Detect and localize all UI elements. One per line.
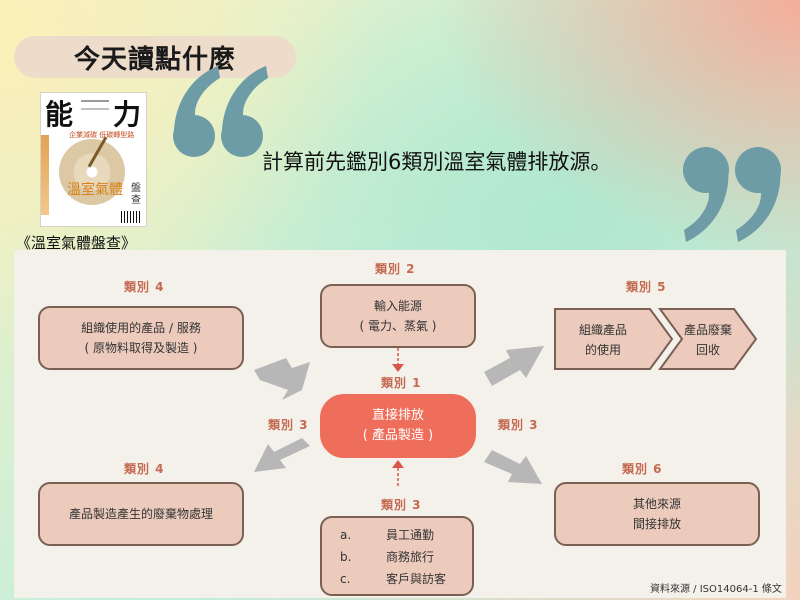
list-item: a. 員工通勤	[340, 526, 434, 543]
cover-char-2: 力	[113, 98, 142, 131]
category-1-box: 直接排放 ( 產品製造 )	[320, 394, 476, 458]
list-item-text: 商務旅行	[386, 550, 435, 564]
category-4-lower-label: 類別 4	[124, 462, 165, 476]
quote-text: 計算前先鑑別6類別溫室氣體排放源。	[262, 150, 612, 174]
close-quote-icon	[683, 147, 781, 242]
category-5-chevrons	[554, 308, 758, 370]
list-item: c. 客戶與訪客	[340, 570, 446, 587]
category-5-label: 類別 5	[626, 280, 667, 294]
red-arrowhead-down	[392, 364, 404, 372]
cover-title: 溫室氣體	[67, 182, 123, 198]
list-item-marker: b.	[340, 550, 352, 564]
category-6-label: 類別 6	[622, 462, 663, 476]
category-4-upper-line-1: 組織使用的產品 / 服務	[81, 321, 201, 335]
category-3-bottom-label: 類別 3	[381, 498, 422, 512]
category-5-step-2-text: 產品廢棄 回收	[668, 320, 748, 360]
book-cover: 能 力 企業減碳 低碳轉型路 溫室氣體 盤查	[40, 92, 147, 227]
arrow-from-category-4-upper	[254, 358, 310, 400]
diagram-arrows	[254, 346, 544, 486]
list-item-text: 員工通勤	[386, 528, 435, 542]
category-5-step-1-text: 組織產品 的使用	[560, 320, 646, 360]
category-1-label: 類別 1	[381, 376, 422, 390]
open-quote-icon	[173, 66, 268, 157]
red-arrowhead-up	[392, 460, 404, 468]
record-disc-illustration	[59, 139, 125, 205]
barcode	[121, 211, 141, 223]
arrow-to-category-6	[484, 450, 542, 484]
list-item-marker: a.	[340, 528, 352, 542]
category-2-line-1: 輸入能源	[373, 299, 422, 313]
category-6-box: 其他來源 間接排放	[554, 482, 760, 546]
category-2-line-2: ( 電力、蒸氣 )	[359, 319, 437, 333]
category-5-step-1-shape	[554, 308, 674, 370]
list-item: b. 商務旅行	[340, 548, 434, 565]
list-item-marker: c.	[340, 572, 351, 586]
cover-subtitle: 企業減碳 低碳轉型路	[69, 131, 135, 139]
category-4-lower-box: 產品製造產生的廢棄物處理	[38, 482, 244, 546]
category-3-bottom-box: a. 員工通勤 b. 商務旅行 c. 客戶與訪客	[320, 516, 474, 596]
source-note: 資料來源 / ISO14064-1 條文	[650, 584, 782, 595]
page-title: 今天讀點什麼	[73, 44, 236, 75]
cover-side-bar	[41, 135, 49, 215]
category-4-upper-line-2: ( 原物料取得及製造 )	[84, 341, 198, 355]
category-2-box: 輸入能源 ( 電力、蒸氣 )	[320, 284, 476, 348]
category-6-line-1: 其他來源	[632, 497, 681, 511]
emission-category-diagram: 類別 2 輸入能源 ( 電力、蒸氣 ) 類別 4 組織使用的產品 / 服務 ( …	[14, 250, 786, 598]
category-4-lower-line-1: 產品製造產生的廢棄物處理	[68, 507, 213, 521]
category-3-left-label: 類別 3	[268, 418, 309, 432]
category-2-label: 類別 2	[375, 262, 416, 276]
arrow-to-category-5	[484, 346, 544, 386]
category-3-right-label: 類別 3	[498, 418, 539, 432]
list-item-text: 客戶與訪客	[386, 572, 447, 586]
cover-rule	[81, 100, 109, 110]
cover-side-title: 盤查	[131, 183, 141, 206]
category-1-line-1: 直接排放	[371, 408, 424, 423]
category-4-upper-box: 組織使用的產品 / 服務 ( 原物料取得及製造 )	[38, 306, 244, 370]
category-6-line-2: 間接排放	[632, 517, 681, 531]
book-caption: 《溫室氣體盤查》	[16, 234, 137, 252]
category-1-line-2: ( 產品製造 )	[362, 428, 434, 443]
category-5-step-2-line-2: 回收	[695, 343, 720, 357]
category-5-step-1-line-2: 的使用	[584, 343, 621, 357]
category-5-step-2-shape	[658, 308, 758, 370]
cover-char-1: 能	[45, 98, 74, 131]
category-5-step-1-line-1: 組織產品	[578, 323, 627, 337]
category-5-step-2-line-1: 產品廢棄	[683, 323, 732, 337]
arrow-to-category-4-lower	[254, 438, 310, 472]
page-title-pill: 今天讀點什麼	[14, 36, 296, 78]
category-4-upper-label: 類別 4	[124, 280, 165, 294]
